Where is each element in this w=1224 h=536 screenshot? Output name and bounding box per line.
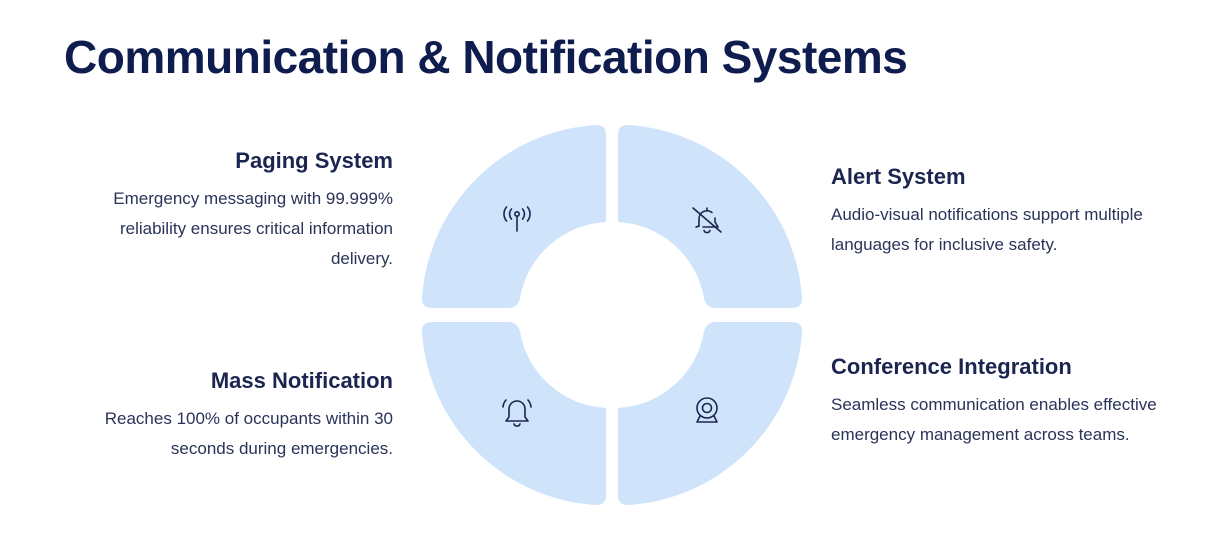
segment-conference <box>618 322 803 505</box>
alert-system-description: Audio-visual notifications support multi… <box>831 205 1143 254</box>
bell-ringing-icon <box>502 399 532 427</box>
page-title: Communication & Notification Systems <box>64 31 908 83</box>
conference-integration-title: Conference Integration <box>831 354 1072 379</box>
segment-alert <box>618 125 803 308</box>
webcam-icon <box>696 397 718 423</box>
mass-notification-description: Reaches 100% of occupants within 30 seco… <box>104 409 393 458</box>
paging-system-title: Paging System <box>235 148 393 173</box>
conference-integration-block: Conference Integration Seamless communic… <box>831 354 1181 450</box>
paging-system-block: Paging System Emergency messaging with 9… <box>60 148 393 274</box>
alert-system-title: Alert System <box>831 164 966 189</box>
mass-notification-block: Mass Notification Reaches 100% of occupa… <box>60 368 393 464</box>
alert-system-block: Alert System Audio-visual notifications … <box>831 164 1181 260</box>
paging-system-description: Emergency messaging with 99.999% reliabi… <box>113 189 393 268</box>
bell-off-icon <box>692 207 722 234</box>
mass-notification-title: Mass Notification <box>210 368 393 393</box>
segment-mass <box>421 322 606 505</box>
segment-paging <box>421 125 606 308</box>
conference-integration-description: Seamless communication enables effective… <box>831 395 1157 444</box>
antenna-icon <box>503 206 531 232</box>
